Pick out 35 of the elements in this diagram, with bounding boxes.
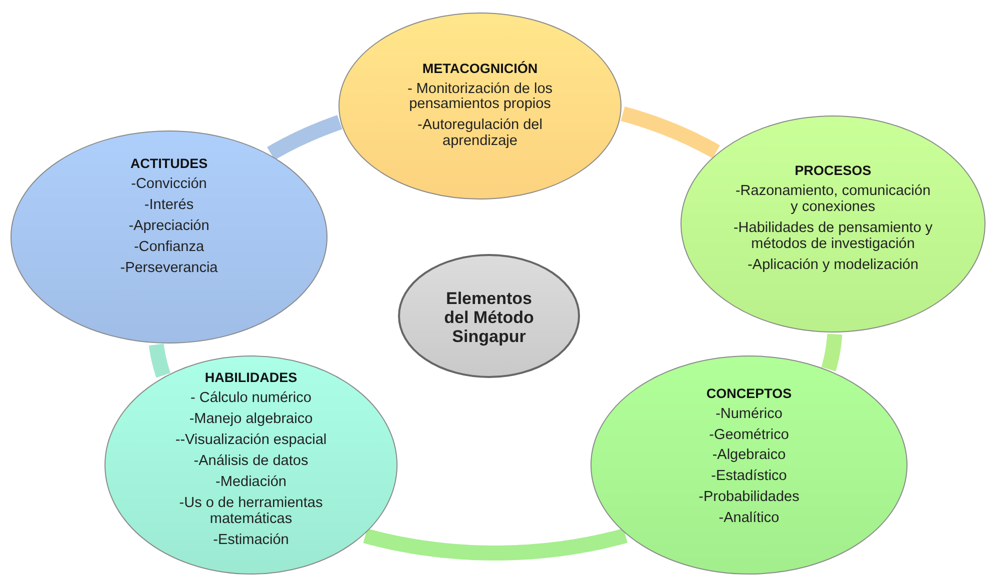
node-item: -Numérico [716, 406, 782, 423]
node-item: --Visualización espacial [175, 433, 327, 449]
ellipse-node [680, 115, 986, 333]
node-item: -Estimación [213, 532, 289, 549]
node-item: -Convicción [131, 177, 207, 194]
node-item: -Geométrico [709, 428, 789, 444]
node-item: -Interés [144, 198, 194, 214]
node-item: - Monitorización de los pensamientos propios [406, 82, 554, 114]
center-circle [398, 254, 580, 378]
node-item: -Aplicación y modelización [748, 258, 918, 274]
node-item: -Apreciación [128, 218, 210, 235]
center-title: Elementos del Método Singapur [443, 290, 535, 347]
node-heading: HABILIDADES [204, 371, 298, 386]
node-item: -Estadístico [711, 469, 787, 486]
node-item: - Cálculo numérico [190, 391, 312, 408]
node-item: -Análisis de datos [194, 454, 308, 470]
node-item: -Probabilidades [698, 490, 800, 506]
node-item: -Confianza [134, 240, 204, 256]
ellipse-node [104, 355, 398, 575]
node-item: -Habilidades de pensamiento y métodos de investigación [733, 220, 933, 253]
node-item: -Mediación [216, 474, 286, 491]
node-item: -Autoregulación del aprendizaje [416, 118, 544, 150]
node-heading: METACOGNICIÓN [422, 62, 538, 77]
node-heading: ACTITUDES [130, 157, 208, 172]
node-item: -Manejo algebraico [189, 412, 313, 428]
ellipse-node [338, 12, 622, 200]
node-item: -Algebraico [712, 448, 786, 464]
ellipse-node [10, 130, 328, 344]
node-item: -Perseverancia [120, 260, 218, 277]
node-item: -Us o de herramientas matemáticas [178, 496, 324, 528]
ellipse-node [590, 355, 908, 575]
node-item: -Razonamiento, comunicación y conexiones [734, 184, 932, 216]
node-heading: PROCESOS [794, 164, 872, 180]
node-item: -Analítico [718, 511, 780, 528]
node-heading: CONCEPTOS [706, 386, 792, 402]
